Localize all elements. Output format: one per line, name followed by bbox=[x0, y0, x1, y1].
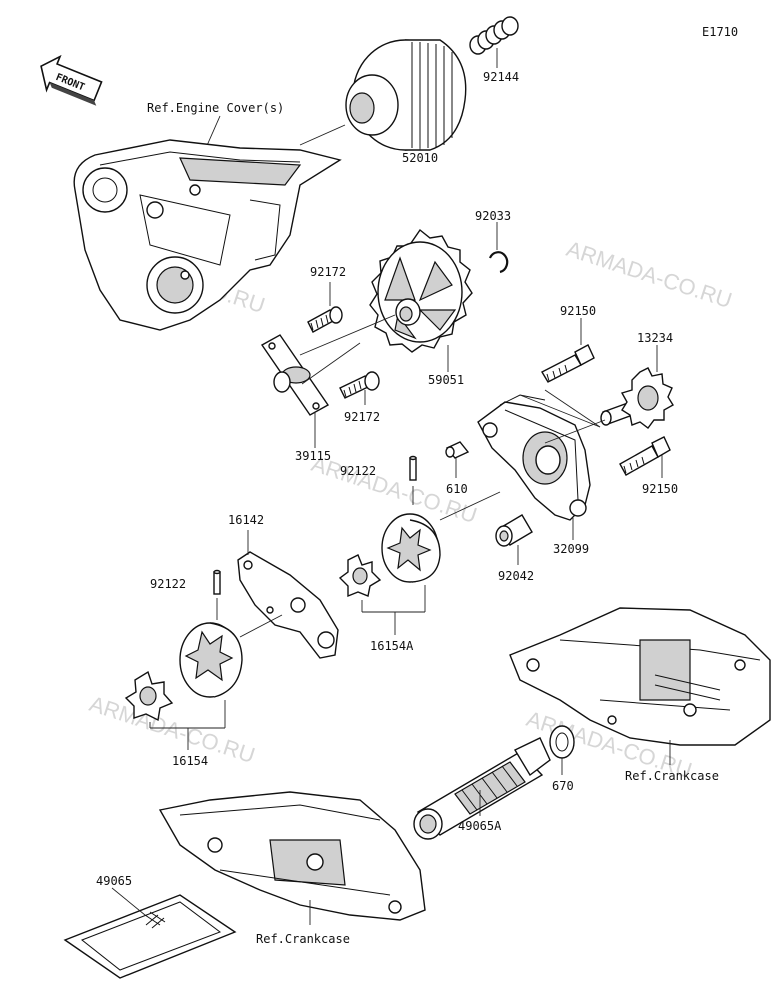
bracket-39115 bbox=[260, 334, 330, 416]
ref-crankcase-right: Ref.Crankcase bbox=[625, 769, 719, 783]
sleeve-92042 bbox=[495, 514, 533, 547]
label-39115: 39115 bbox=[295, 449, 331, 463]
bolt-92150-upper bbox=[541, 344, 595, 383]
pump-body-32099 bbox=[477, 394, 591, 521]
label-92042: 92042 bbox=[498, 569, 534, 583]
label-59051: 59051 bbox=[428, 373, 464, 387]
rotor-inner-16154A bbox=[338, 554, 382, 598]
plate-16142 bbox=[237, 551, 339, 659]
label-13234: 13234 bbox=[637, 331, 673, 345]
crankcase-bottom bbox=[158, 791, 426, 921]
label-92033: 92033 bbox=[475, 209, 511, 223]
label-92172-upper: 92172 bbox=[310, 265, 346, 279]
label-92122-upper: 92122 bbox=[340, 464, 376, 478]
front-arrow-icon: FRONT bbox=[40, 54, 103, 106]
label-49065A: 49065A bbox=[458, 819, 502, 833]
pump-gear-59051 bbox=[369, 228, 473, 353]
label-670: 670 bbox=[552, 779, 574, 793]
label-16154A: 16154A bbox=[370, 639, 414, 653]
engine-cover bbox=[73, 139, 342, 331]
label-16154: 16154 bbox=[172, 754, 208, 768]
oil-filter bbox=[345, 39, 467, 151]
rotor-inner-16154 bbox=[124, 670, 174, 722]
bolt-92172-lower bbox=[339, 371, 380, 399]
pin-92122-lower bbox=[213, 569, 221, 595]
pin-610 bbox=[445, 441, 470, 459]
label-610: 610 bbox=[446, 482, 468, 496]
spring-92144 bbox=[469, 16, 519, 55]
circlip-92033 bbox=[488, 251, 509, 274]
label-92150-upper: 92150 bbox=[560, 304, 596, 318]
label-92144: 92144 bbox=[483, 70, 519, 84]
bolt-92150-lower bbox=[619, 436, 671, 476]
gasket-49065 bbox=[63, 894, 237, 979]
label-32099: 32099 bbox=[553, 542, 589, 556]
rotor-outer-16154A bbox=[381, 513, 441, 583]
pin-92122-upper bbox=[409, 455, 417, 481]
rotor-outer-16154 bbox=[179, 622, 243, 698]
crankcase-right bbox=[509, 607, 771, 746]
label-49065: 49065 bbox=[96, 874, 132, 888]
diagram-code: E1710 bbox=[702, 25, 738, 39]
watermark-2: ARMADA-CO.RU bbox=[563, 236, 735, 313]
ref-engine-cover-label: Ref.Engine Cover(s) bbox=[147, 101, 284, 115]
oring-670 bbox=[549, 725, 575, 759]
label-92172-lower: 92172 bbox=[344, 410, 380, 424]
label-16142: 16142 bbox=[228, 513, 264, 527]
ref-crankcase-bottom: Ref.Crankcase bbox=[256, 932, 350, 946]
label-52010: 52010 bbox=[402, 151, 438, 165]
bolt-92172-upper bbox=[307, 306, 343, 333]
pump-shaft-13234 bbox=[600, 367, 674, 429]
label-92122-lower: 92122 bbox=[150, 577, 186, 591]
label-92150-lower: 92150 bbox=[642, 482, 678, 496]
assembly-lines bbox=[239, 314, 606, 638]
